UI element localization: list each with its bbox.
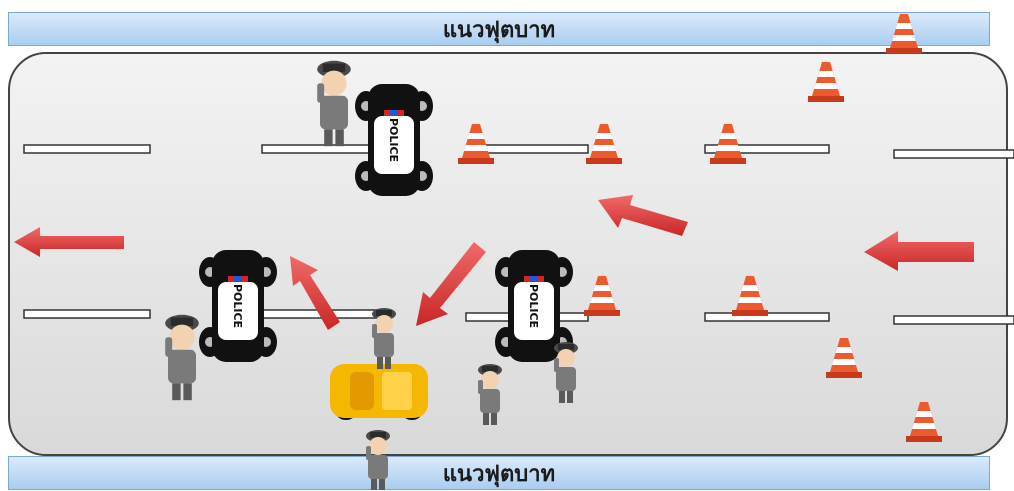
lane-marking [23,144,151,154]
traffic-cone-icon [584,276,620,316]
officer-icon [478,364,502,425]
officer-icon [372,308,396,369]
police-car-icon: POLICE [355,84,433,196]
officer-icon [317,60,351,147]
traffic-cone-icon [710,124,746,164]
police-car-icon: POLICE [495,250,573,362]
arrow-down-left-icon [416,242,486,326]
officer-icon [554,342,578,403]
arrow-left-icon [864,231,974,271]
traffic-cone-icon [826,338,862,378]
traffic-cone-icon [886,14,922,54]
traffic-cone-icon [906,402,942,442]
lane-marking [893,315,1014,325]
police-car-icon: POLICE [199,250,277,362]
traffic-cone-icon [458,124,494,164]
traffic-cone-icon [808,62,844,102]
lane-marking [893,149,1014,159]
sidewalk-top-label: แนวฟุตบาท [442,16,556,43]
traffic-cone-icon [732,276,768,316]
traffic-cone-icon [586,124,622,164]
taxi-car-icon [330,364,428,420]
arrow-left-icon [14,227,124,257]
police-car-label: POLICE [231,284,244,328]
arrow-up-left-icon [290,256,340,330]
police-car-label: POLICE [527,284,540,328]
sidewalk-top: แนวฟุตบาท [8,12,990,46]
arrow-up-left-icon [598,195,688,236]
lane-marking [704,144,830,154]
sidewalk-bottom: แนวฟุตบาท [8,456,990,490]
lane-marking [23,309,151,319]
sidewalk-bottom-label: แนวฟุตบาท [442,460,556,487]
officer-icon [366,430,390,490]
police-car-label: POLICE [387,118,400,162]
lane-marking [261,144,381,154]
officer-icon [165,314,199,401]
